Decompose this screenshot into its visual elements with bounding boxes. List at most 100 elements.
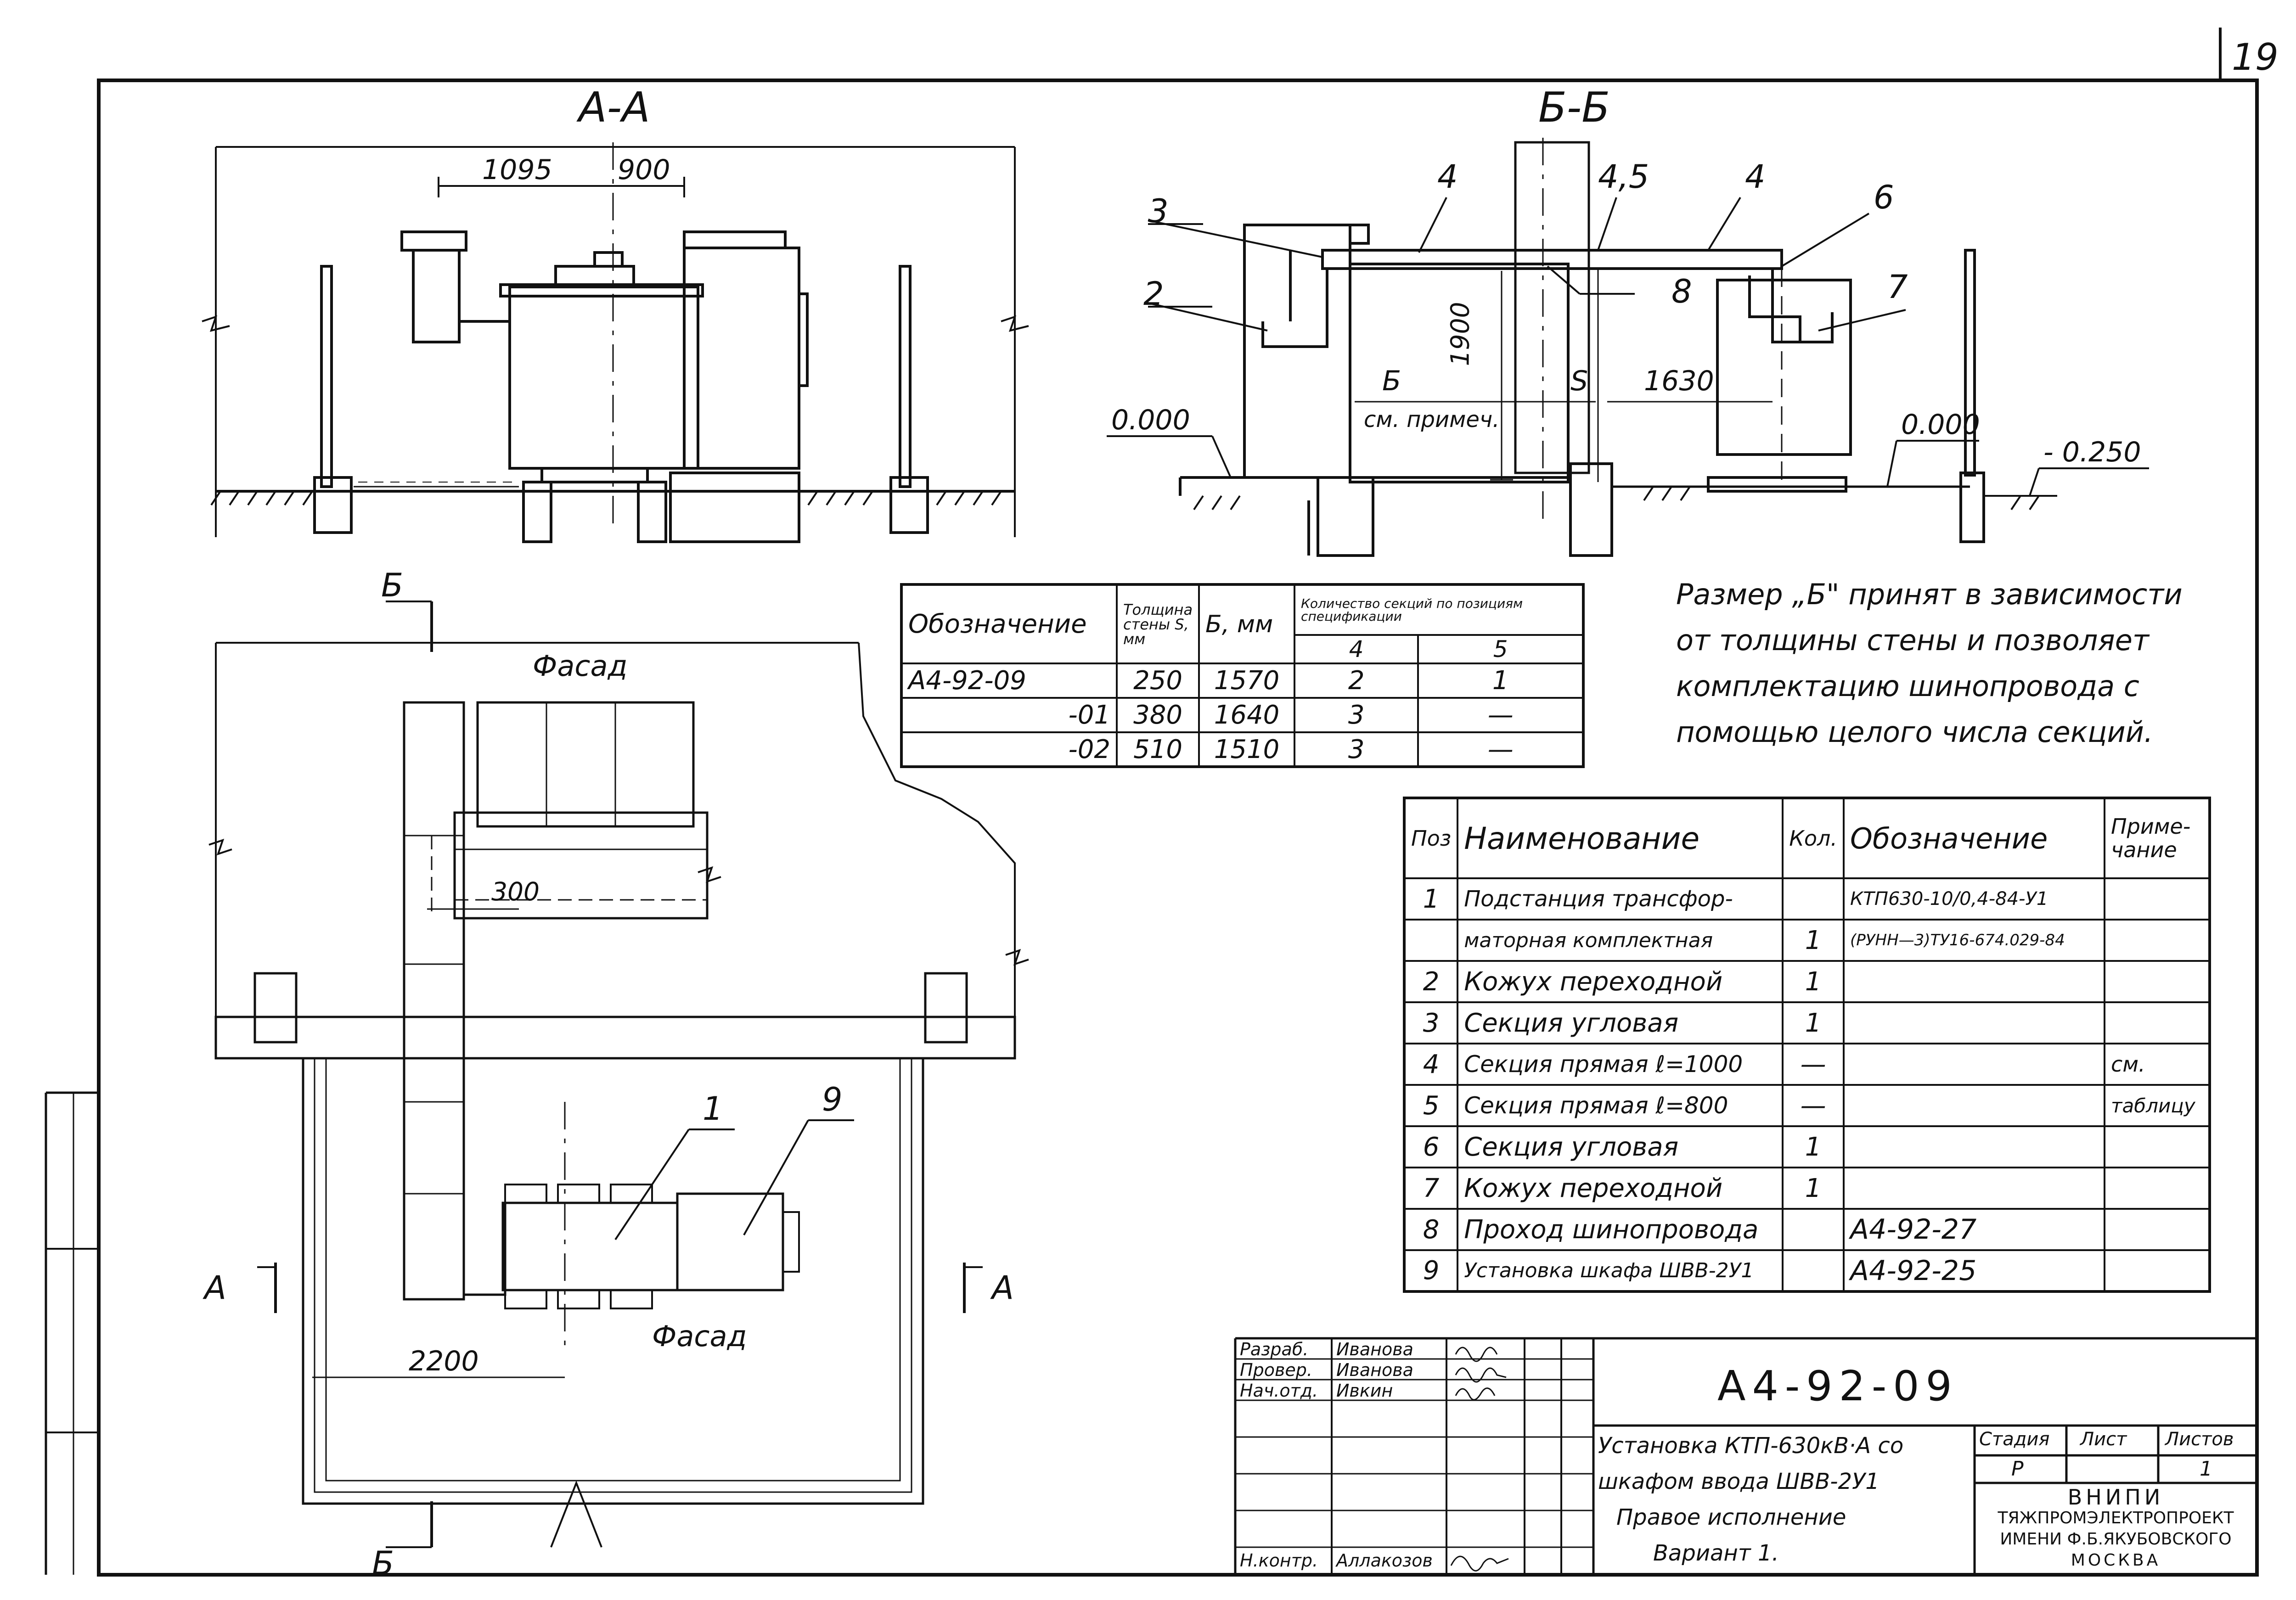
spec-cell: [2104, 1208, 2211, 1251]
wall-table-header: Толщина стены S, мм: [1115, 584, 1200, 664]
section-bb-pos-6: 6: [1874, 179, 1894, 216]
plan-facade-label-top: Фасад: [533, 649, 628, 683]
wall-table-cell: 250: [1115, 662, 1200, 699]
plan-pos-9: 9: [822, 1081, 843, 1118]
section-bb-level-left: 0.000: [1111, 404, 1190, 436]
section-bb-drawing: [1107, 138, 2149, 557]
stage-value: Р: [2011, 1457, 2024, 1481]
spec-cell: Подстанция трансфор-: [1457, 877, 1784, 921]
wall-table-cell: 3: [1294, 731, 1419, 768]
spec-cell: таблицу: [2104, 1084, 2211, 1127]
note-line: комплектацию шинопровода с: [1676, 669, 2139, 703]
dimension-note: Размер „Б" принят в зависимости от толщи…: [1676, 572, 2183, 755]
wall-table-subheader: 5: [1417, 634, 1585, 664]
spec-cell: 1: [1782, 960, 1845, 1003]
plan-section-mark-b-top: Б: [381, 567, 404, 604]
spec-cell: 1: [1782, 1167, 1845, 1210]
plan-pos-1: 1: [703, 1090, 723, 1128]
drawing-title-line: Установка КТП-630кВ·А со: [1598, 1433, 1904, 1459]
page-number: 19: [2232, 36, 2279, 79]
title-block-role: Провер.: [1240, 1360, 1312, 1380]
spec-cell: [2104, 877, 2211, 921]
spec-cell: 7: [1403, 1167, 1459, 1210]
stage-label: Стадия: [1979, 1429, 2050, 1450]
plan-section-mark-b-bottom: Б: [372, 1544, 394, 1582]
wall-table-cell: 1: [1417, 662, 1585, 699]
wall-table-cell: 510: [1115, 731, 1200, 768]
spec-cell: Проход шинопровода: [1457, 1208, 1784, 1251]
section-bb-level-right: 0.000: [1901, 409, 1980, 441]
sheet-label: Лист: [2080, 1429, 2127, 1450]
spec-cell: [1782, 877, 1845, 921]
spec-cell: —: [1782, 1084, 1845, 1127]
wall-table-cell: -01: [900, 697, 1118, 733]
section-bb-pos-7: 7: [1887, 268, 1908, 306]
spec-cell: 4: [1403, 1043, 1459, 1086]
sheets-value: 1: [2200, 1457, 2212, 1481]
section-bb-pos-8: 8: [1671, 273, 1692, 310]
spec-cell: [2104, 1167, 2211, 1210]
wall-table-cell: —: [1417, 731, 1585, 768]
organization-line: ВНИПИ: [2067, 1485, 2164, 1510]
wall-table-cell: 1510: [1198, 731, 1296, 768]
spec-cell: [1843, 1125, 2106, 1168]
section-bb-title: Б-Б: [1538, 84, 1610, 132]
spec-cell: А4-92-25: [1843, 1249, 2106, 1292]
left-margin-strip: [45, 1091, 99, 1575]
wall-table-cell: 1640: [1198, 697, 1296, 733]
title-block-role: Нач.отд.: [1240, 1381, 1318, 1401]
spec-cell: 1: [1782, 919, 1845, 962]
wall-table-cell: 2: [1294, 662, 1419, 699]
spec-cell: (РУНН—3)ТУ16-674.029-84: [1843, 919, 2106, 962]
title-block-name: Иванова: [1336, 1339, 1413, 1359]
section-bb-note-ref: см. примеч.: [1364, 407, 1500, 432]
note-line: от толщины стены и позволяет: [1676, 623, 2149, 657]
organization: ВНИПИ ТЯЖПРОМЭЛЕКТРОПРОЕКТ ИМЕНИ Ф.Б.ЯКУ…: [1977, 1487, 2255, 1571]
wall-table-header: Количество секций по позициям спецификац…: [1294, 584, 1585, 636]
organization-line: ТЯЖПРОМЭЛЕКТРОПРОЕКТ: [1998, 1509, 2234, 1527]
title-block-name: Аллакозов: [1336, 1550, 1433, 1571]
spec-cell: Секция прямая ℓ=800: [1457, 1084, 1784, 1127]
plan-section-mark-a-left: А: [204, 1269, 226, 1307]
wall-table-cell: —: [1417, 697, 1585, 733]
spec-cell: 1: [1403, 877, 1459, 921]
spec-cell: [1843, 1167, 2106, 1210]
drawing-title: Установка КТП-630кВ·А со шкафом ввода ШВ…: [1598, 1428, 1903, 1571]
spec-cell: 2: [1403, 960, 1459, 1003]
wall-table-header: Б, мм: [1198, 584, 1296, 664]
spec-header: Приме-чание: [2104, 797, 2211, 879]
section-bb-dim-b: Б: [1382, 365, 1401, 397]
section-bb-pos-4b: 4: [1745, 158, 1766, 196]
plan-dim-300: 300: [491, 877, 540, 906]
spec-cell: 1: [1782, 1125, 1845, 1168]
spec-cell: [1782, 1208, 1845, 1251]
section-bb-pos-45: 4,5: [1598, 158, 1649, 196]
wall-table-cell: 1570: [1198, 662, 1296, 699]
spec-cell: маторная комплектная: [1457, 919, 1784, 962]
spec-cell: —: [1782, 1043, 1845, 1086]
plan-drawing: [208, 601, 1029, 1548]
spec-cell: 8: [1403, 1208, 1459, 1251]
spec-cell: Кожух переходной: [1457, 1167, 1784, 1210]
section-bb-dim-1630: 1630: [1644, 365, 1714, 397]
plan-facade-label-bottom: Фасад: [652, 1319, 747, 1353]
spec-cell: [1403, 919, 1459, 962]
spec-cell: [2104, 960, 2211, 1003]
section-aa-dim-900: 900: [618, 154, 670, 186]
spec-cell: Секция угловая: [1457, 1125, 1784, 1168]
section-bb-level-minus: - 0.250: [2043, 436, 2141, 468]
spec-cell: Кожух переходной: [1457, 960, 1784, 1003]
spec-cell: [2104, 1249, 2211, 1292]
spec-cell: А4-92-27: [1843, 1208, 2106, 1251]
spec-cell: Секция прямая ℓ=1000: [1457, 1043, 1784, 1086]
organization-line: ИМЕНИ Ф.Б.ЯКУБОВСКОГО: [2000, 1530, 2232, 1549]
spec-cell: [1843, 1043, 2106, 1086]
spec-cell: [1843, 1084, 2106, 1127]
title-block-name: Иванова: [1336, 1360, 1413, 1380]
wall-table-subheader: 4: [1294, 634, 1419, 664]
plan-dim-2200: 2200: [409, 1345, 479, 1377]
section-aa-drawing: [202, 142, 1029, 543]
title-block-role: Н.контр.: [1240, 1550, 1318, 1571]
spec-cell: [2104, 1125, 2211, 1168]
plan-section-mark-a-right: А: [992, 1269, 1014, 1307]
